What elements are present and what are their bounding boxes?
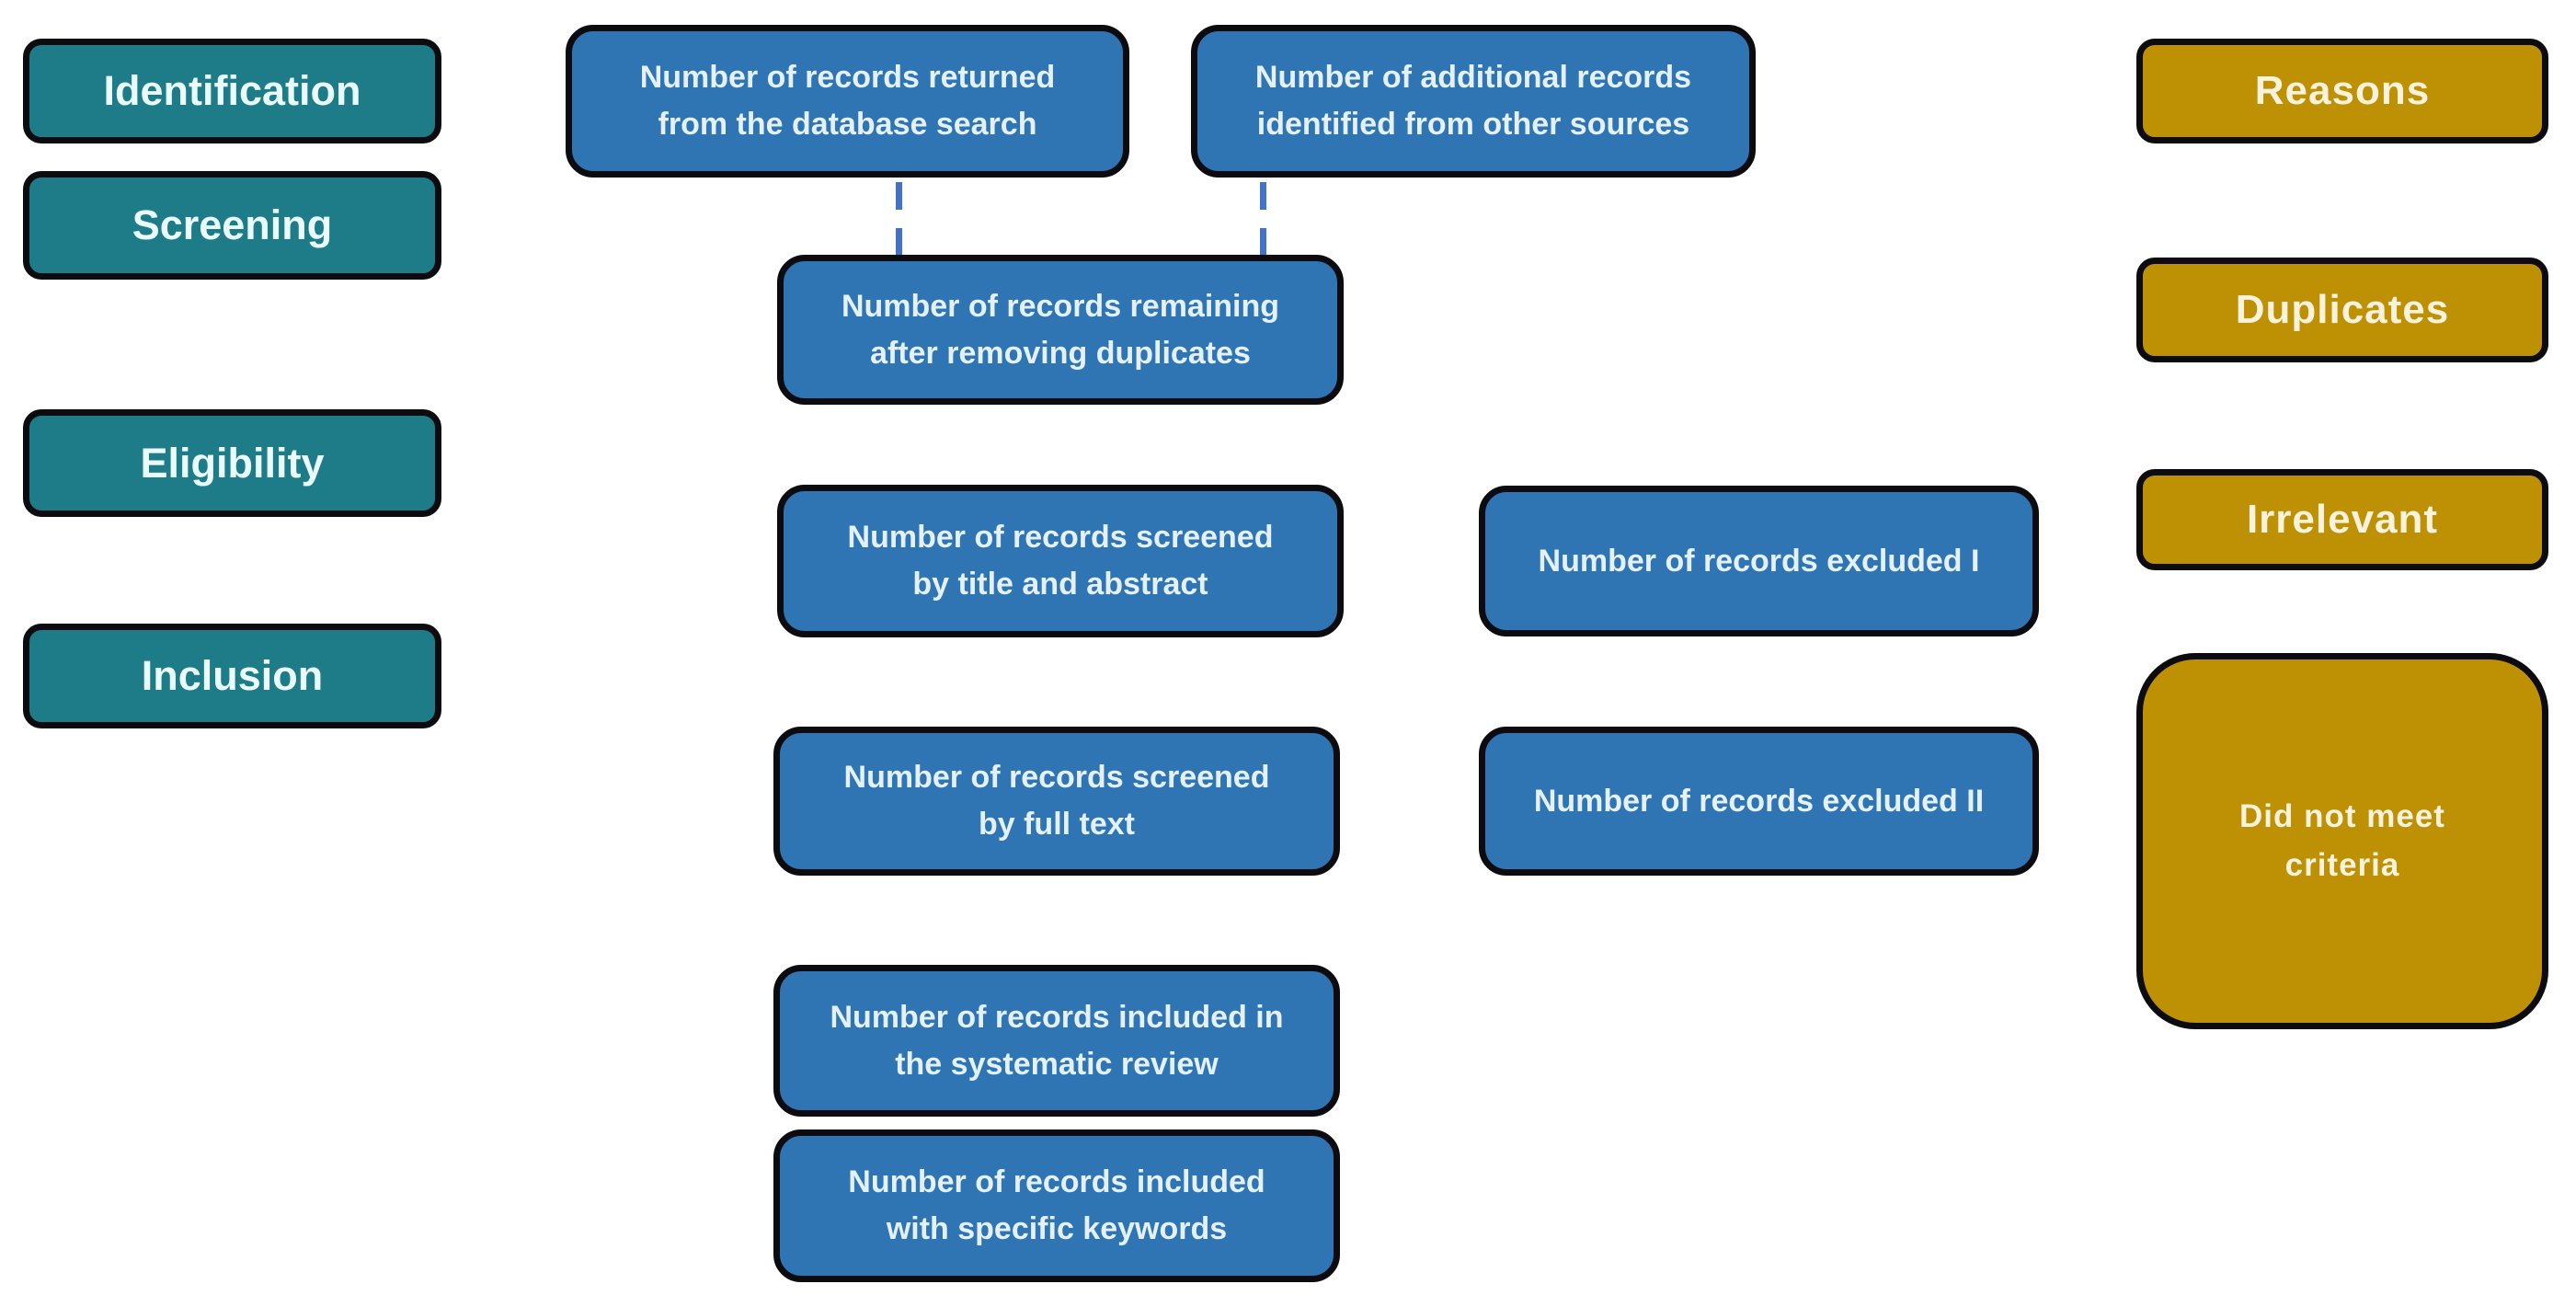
flow-box-included-keywords: Number of records included with specific… xyxy=(773,1129,1340,1282)
flow-box-full-text: Number of records screened by full text xyxy=(773,727,1340,876)
flow-box-other-sources: Number of additional records identified … xyxy=(1191,25,1756,178)
connector-dashed-left xyxy=(896,182,902,256)
reason-label-reasons: Reasons xyxy=(2136,39,2548,143)
reason-label-duplicates: Duplicates xyxy=(2136,258,2548,362)
flow-box-title-abstract: Number of records screened by title and … xyxy=(777,485,1344,637)
connector-dashed-right xyxy=(1260,182,1266,256)
flow-box-after-duplicates: Number of records remaining after removi… xyxy=(777,255,1344,405)
flow-box-excluded-2: Number of records excluded II xyxy=(1479,727,2039,876)
reason-label-irrelevant: Irrelevant xyxy=(2136,469,2548,570)
reason-box-did-not-meet-criteria: Did not meet criteria xyxy=(2136,653,2548,1029)
stage-label-inclusion: Inclusion xyxy=(23,624,441,728)
stage-label-eligibility: Eligibility xyxy=(23,409,441,517)
flow-box-included-review: Number of records included in the system… xyxy=(773,965,1340,1117)
flow-box-excluded-1: Number of records excluded I xyxy=(1479,486,2039,636)
stage-label-screening: Screening xyxy=(23,171,441,280)
flow-box-database-search: Number of records returned from the data… xyxy=(566,25,1129,178)
stage-label-identification: Identification xyxy=(23,39,441,143)
